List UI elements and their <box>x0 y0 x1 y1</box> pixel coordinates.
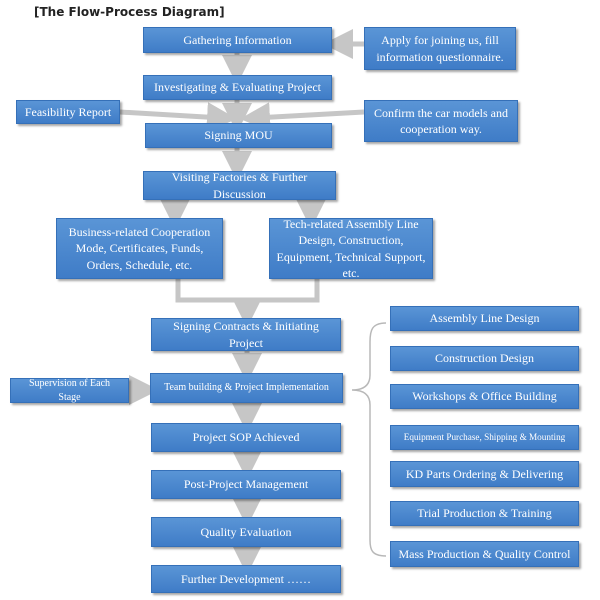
project-sop-box: Project SOP Achieved <box>151 423 341 452</box>
confirm-box: Confirm the car models and cooperation w… <box>364 100 518 142</box>
task-trial-production: Trial Production & Training <box>390 501 579 526</box>
supervision-box: Supervision of Each Stage <box>10 378 129 403</box>
tech-box: Tech-related Assembly Line Design, Const… <box>269 217 433 280</box>
task-workshops-office: Workshops & Office Building <box>390 384 579 409</box>
gathering-information-box: Gathering Information <box>143 27 332 53</box>
merge-line <box>175 279 320 303</box>
task-equipment-purchase: Equipment Purchase, Shipping & Mounting <box>390 425 579 450</box>
arrow-feasibility-to-mou <box>119 102 237 133</box>
task-mass-production: Mass Production & Quality Control <box>390 541 579 567</box>
post-project-box: Post-Project Management <box>151 470 341 499</box>
business-box: Business-related Cooperation Mode, Certi… <box>56 218 223 279</box>
quality-evaluation-box: Quality Evaluation <box>151 517 341 547</box>
apply-box: Apply for joining us, fill information q… <box>364 27 516 70</box>
investigating-box: Investigating & Evaluating Project <box>143 75 332 100</box>
task-kd-parts: KD Parts Ordering & Delivering <box>390 461 579 487</box>
task-construction-design: Construction Design <box>390 346 579 371</box>
diagram-title: [The Flow-Process Diagram] <box>34 5 225 19</box>
team-building-box: Team building & Project Implementation <box>150 373 343 403</box>
signing-contracts-box: Signing Contracts & Initiating Project <box>151 318 341 351</box>
arrow-confirm-to-mou <box>240 102 365 133</box>
signing-mou-box: Signing MOU <box>145 123 332 148</box>
visiting-box: Visiting Factories & Further Discussion <box>143 170 336 201</box>
further-development-box: Further Development …… <box>151 565 341 593</box>
feasibility-box: Feasibility Report <box>16 100 120 124</box>
task-assembly-line-design: Assembly Line Design <box>390 306 579 331</box>
task-brace <box>351 322 387 557</box>
